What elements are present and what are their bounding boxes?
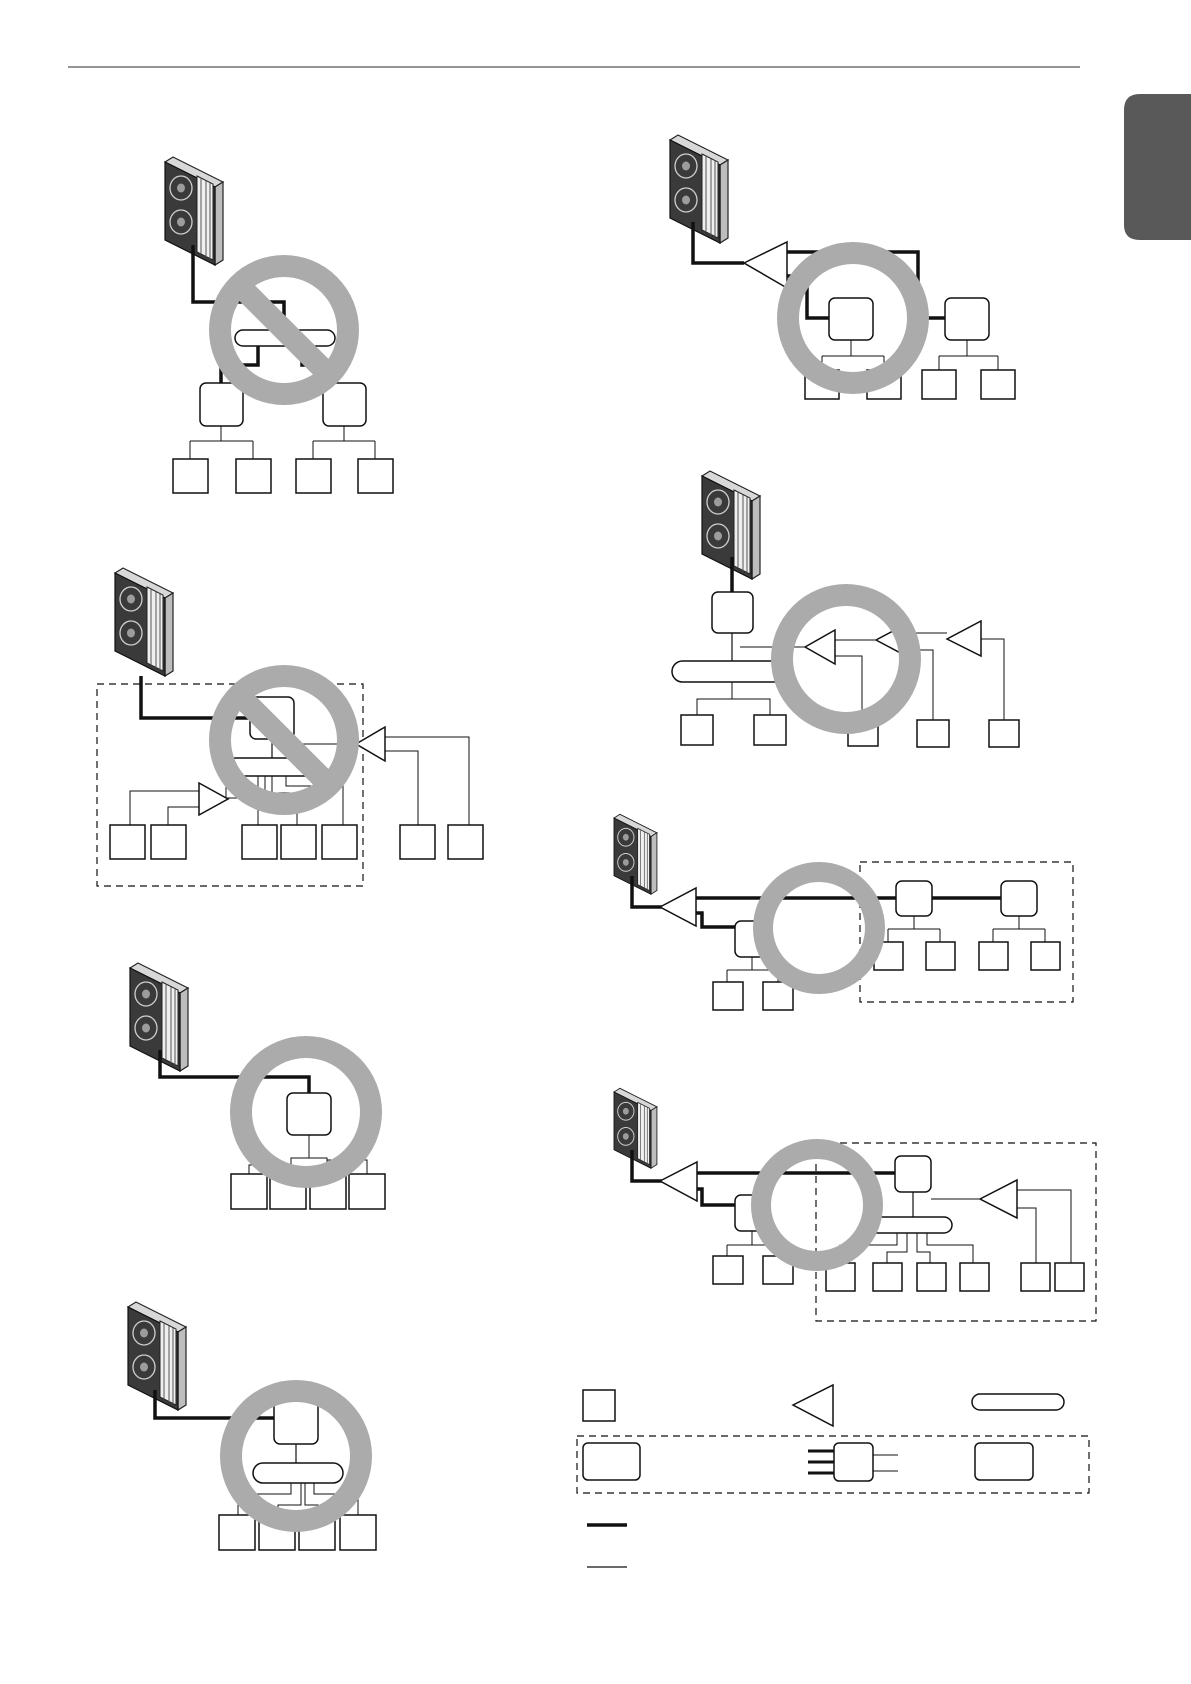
dashed-group (860, 862, 1073, 1002)
y-branch-triangle-icon (793, 1385, 833, 1426)
legend (577, 1385, 1089, 1567)
diagram-4 (128, 1302, 376, 1550)
ring-icon (761, 1149, 873, 1261)
diagram-7 (614, 814, 1073, 1010)
language-tab (1124, 94, 1191, 240)
diagram-8 (614, 1088, 1096, 1321)
heat-recovery-box-with-ports-icon (834, 1443, 873, 1481)
diagram-1 (165, 157, 393, 493)
heat-recovery-box-icon (583, 1443, 640, 1480)
diagram-2 (97, 568, 483, 886)
ring-icon (782, 595, 910, 723)
ring-icon (763, 872, 875, 984)
indoor-unit-square-icon (583, 1390, 615, 1421)
diagram-3 (130, 963, 385, 1209)
heat-recovery-box-icon (975, 1443, 1033, 1480)
diagram-6 (672, 471, 1019, 747)
diagram-5 (670, 135, 1015, 399)
header-pill-icon (972, 1394, 1064, 1410)
